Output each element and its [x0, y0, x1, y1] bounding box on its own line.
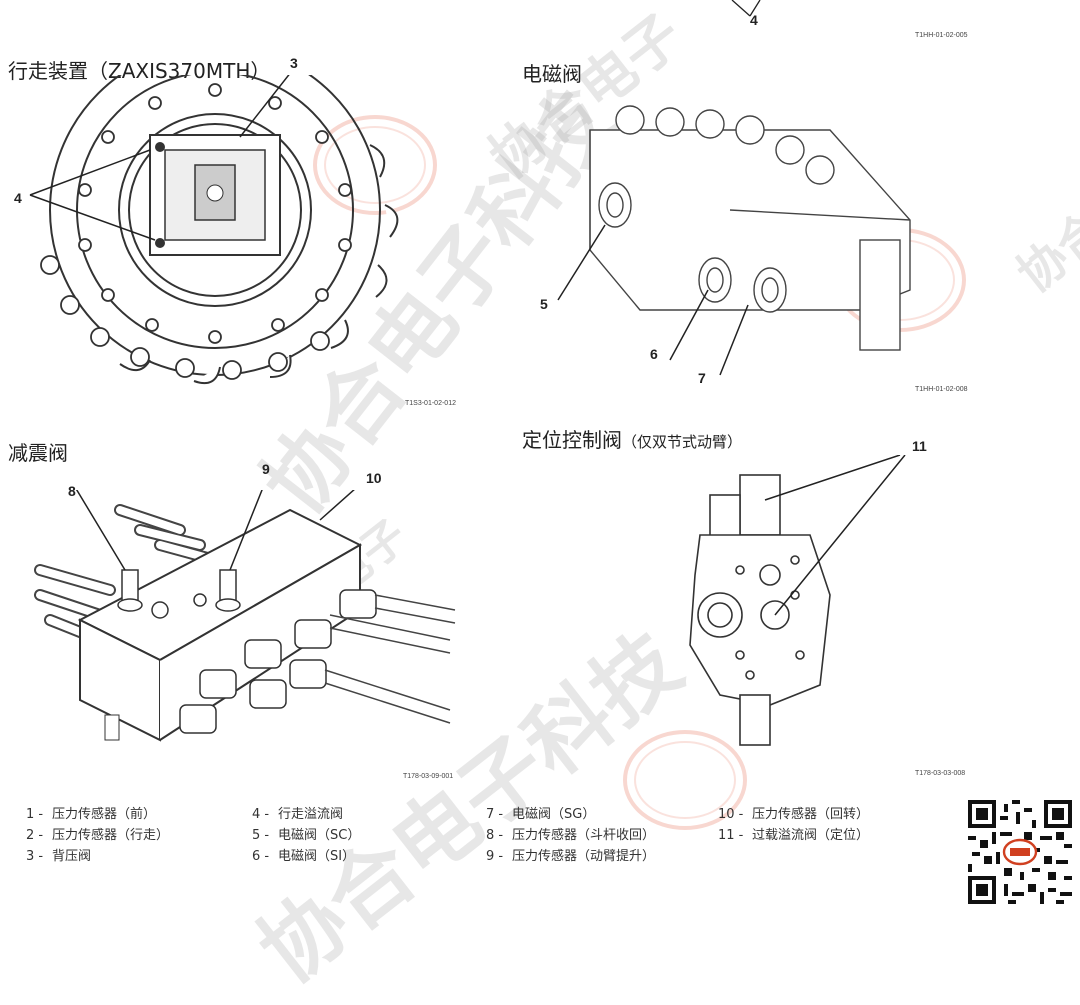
callout-9: 9 — [262, 461, 270, 477]
figure-code-travel: T1S3-01-02-012 — [405, 400, 456, 407]
positioning-valve-drawing — [689, 455, 906, 746]
legend-item-11: 11 -过载溢流阀（定位） — [718, 828, 870, 843]
legend-item-4: 4 -行走溢流阀 — [252, 807, 344, 822]
section-title-positioning: 定位控制阀（仅双节式动臂） — [522, 424, 742, 453]
callout-4: 4 — [14, 190, 22, 206]
qr-code — [968, 800, 1072, 904]
legend-item-3: 3 -背压阀 — [26, 849, 92, 864]
legend-item-8: 8 -压力传感器（斗杆收回） — [486, 828, 656, 843]
legend-col-4: 10 -压力传感器（回转） 11 -过载溢流阀（定位） — [718, 804, 869, 846]
section-title-damper: 减震阀 — [8, 441, 68, 465]
callout-5: 5 — [540, 296, 548, 312]
callout-top-4: 4 — [750, 12, 758, 28]
legend-col-2: 4 -行走溢流阀 5 -电磁阀（SC） 6 -电磁阀（SI） — [252, 804, 360, 867]
top-leader-lines — [731, 0, 761, 17]
section-title-travel: 行走装置（ZAXIS370MTH） — [8, 59, 271, 83]
legend-item-9: 9 -压力传感器（动臂提升） — [486, 849, 656, 864]
positioning-title-main: 定位控制阀 — [522, 428, 622, 452]
stamp-watermark-3 — [623, 730, 747, 830]
callout-8: 8 — [68, 483, 76, 499]
figure-code-solenoid: T1HH-01-02-008 — [915, 386, 968, 393]
callout-6: 6 — [650, 346, 658, 362]
section-title-solenoid: 电磁阀 — [522, 62, 582, 86]
legend-item-5: 5 -电磁阀（SC） — [252, 828, 361, 843]
watermark-right: 协合电子 — [1007, 141, 1080, 304]
legend-col-3: 7 -电磁阀（SG） 8 -压力传感器（斗杆收回） 9 -压力传感器（动臂提升） — [486, 804, 655, 867]
legend-col-1: 1 -压力传感器（前） 2 -压力传感器（行走） 3 -背压阀 — [26, 804, 169, 867]
figure-code-top: T1HH-01-02-005 — [915, 32, 968, 39]
solenoid-valve-drawing — [557, 105, 911, 376]
stamp-watermark-1 — [313, 115, 437, 215]
callout-7: 7 — [698, 370, 706, 386]
legend-item-10: 10 -压力传感器（回转） — [718, 807, 870, 822]
damper-valve-drawing — [34, 490, 456, 742]
callout-11: 11 — [912, 438, 927, 454]
callout-3: 3 — [290, 55, 298, 71]
travel-device-drawing — [29, 75, 399, 385]
legend-item-7: 7 -电磁阀（SG） — [486, 807, 596, 822]
callout-10: 10 — [366, 470, 382, 486]
legend-item-2: 2 -压力传感器（行走） — [26, 828, 170, 843]
legend-item-1: 1 -压力传感器（前） — [26, 807, 157, 822]
figure-code-positioning: T178-03-03-008 — [915, 770, 966, 777]
positioning-title-note: （仅双节式动臂） — [622, 433, 743, 451]
legend-item-6: 6 -电磁阀（SI） — [252, 849, 356, 864]
figure-code-damper: T178-03-09-001 — [403, 773, 454, 780]
